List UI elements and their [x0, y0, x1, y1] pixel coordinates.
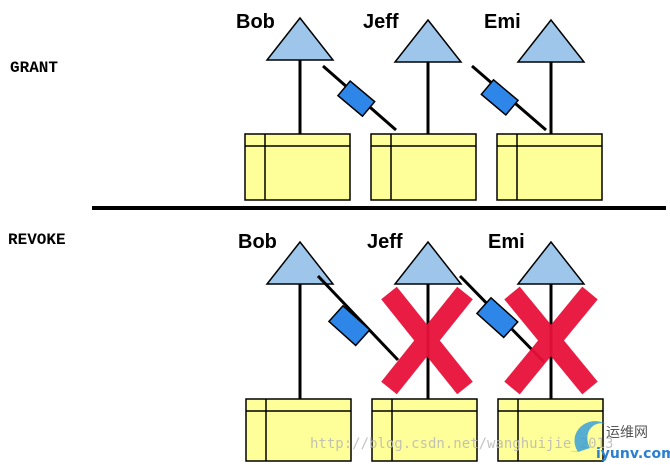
user-name-bob-grant: Bob: [236, 11, 275, 33]
user-icon-emi-grant: [516, 18, 586, 63]
user-icon-bob-grant: [265, 16, 335, 61]
user-name-emi-revoke: Emi: [488, 231, 525, 253]
watermark-url: http://blog.csdn.net/wanghuijie_2013: [310, 436, 613, 452]
user-icon-jeff-revoke: [393, 240, 463, 285]
revoked-x-icon-jeff: [381, 286, 473, 395]
user-name-jeff-revoke: Jeff: [367, 231, 403, 253]
privilege-key-icon-jeff-revoke: [475, 296, 519, 339]
privilege-key-icon-jeff-grant: [480, 78, 520, 117]
table-icon-bob-revoke: [245, 398, 352, 462]
grant-label: GRANT: [10, 59, 58, 77]
user-icon-emi-revoke: [516, 240, 586, 285]
revoke-label: REVOKE: [8, 231, 66, 249]
privilege-key-icon-bob-revoke: [327, 304, 371, 347]
revoke-arrow-bob: [316, 274, 400, 362]
table-icon-jeff-grant: [370, 133, 477, 201]
user-icon-bob-revoke: [265, 240, 335, 285]
watermark-brand-en: iyunv.com: [596, 446, 670, 462]
watermark-brand-cn: 运维网: [606, 425, 648, 441]
revoked-x-icon-emi: [504, 286, 598, 395]
table-icon-emi-grant: [496, 133, 603, 201]
watermark-logo: 运维网 iyunv.com: [574, 421, 670, 462]
table-icon-jeff-revoke: [371, 398, 478, 462]
privilege-key-icon-bob-grant: [336, 79, 376, 118]
user-name-emi-grant: Emi: [484, 11, 521, 33]
watermark-swirl-icon: [574, 421, 606, 452]
user-name-jeff-grant: Jeff: [363, 11, 399, 33]
user-name-bob-revoke: Bob: [238, 231, 277, 253]
user-icon-jeff-grant: [393, 18, 463, 63]
table-icon-bob-grant: [244, 133, 351, 201]
